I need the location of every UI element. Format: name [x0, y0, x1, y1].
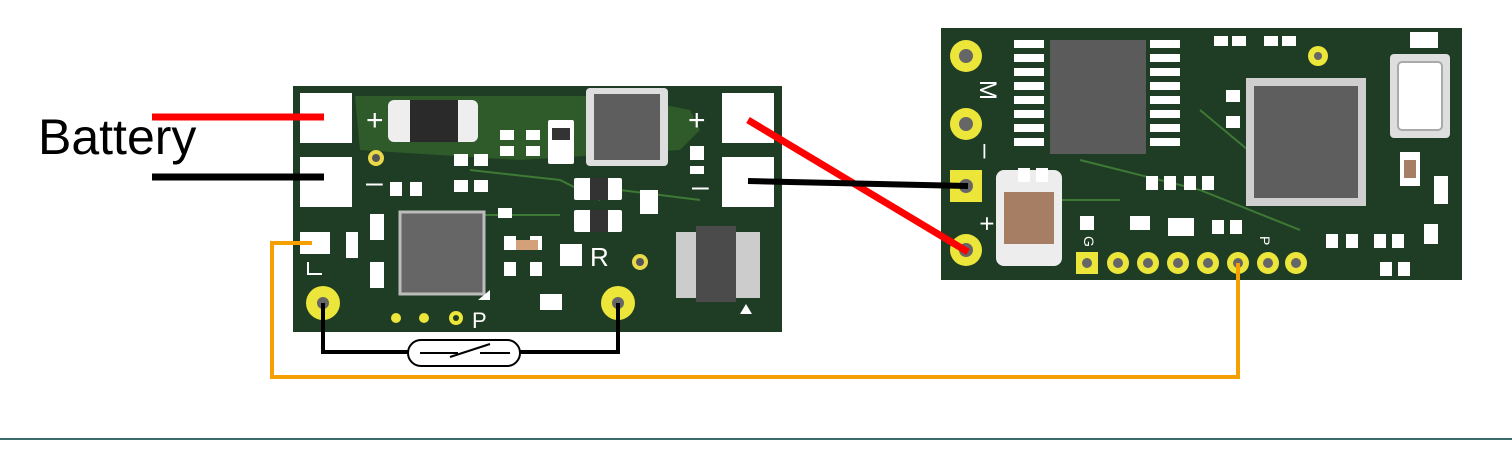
right-label-p: P	[1257, 236, 1273, 245]
left-pad-battery-minus	[300, 157, 352, 207]
right-label-g: G	[1081, 236, 1097, 247]
battery-label: Battery	[38, 109, 197, 165]
right-smd-resistor	[1404, 160, 1416, 178]
reed-switch	[407, 339, 521, 367]
left-diode-core	[410, 100, 458, 142]
right-header-pins	[1076, 252, 1307, 274]
left-pad-l	[300, 232, 330, 254]
right-plus-marker: +	[688, 104, 706, 137]
output-negative-wire	[747, 178, 969, 189]
left-pad-r	[560, 244, 582, 266]
left-smd-components	[346, 120, 704, 310]
left-regulator-marker	[740, 304, 752, 314]
left-pad-l-silk	[307, 262, 322, 275]
right-label-minus: –	[972, 144, 1002, 159]
bottom-rule	[0, 438, 1512, 440]
left-vias	[368, 150, 648, 325]
right-antenna-chip	[1397, 61, 1443, 131]
right-chip-a	[1012, 36, 1182, 154]
left-pad-p-label: P	[472, 308, 487, 333]
left-pad-r-label: R	[590, 242, 609, 272]
left-ic-pin1-marker	[478, 290, 490, 300]
right-capacitor-body	[1004, 192, 1054, 244]
left-plus-marker: +	[366, 104, 384, 137]
signal-wire	[270, 241, 1240, 379]
left-main-ic	[398, 210, 486, 296]
right-minus-marker: –	[692, 170, 709, 203]
left-smd-resistor	[516, 240, 538, 250]
left-board: + – + –	[293, 86, 782, 333]
left-regulator-body	[696, 226, 736, 302]
right-board: M – +	[941, 28, 1462, 280]
right-label-plus: +	[972, 216, 1002, 231]
left-pad-out-plus	[722, 93, 774, 143]
right-label-m: M	[974, 80, 1001, 100]
right-mcu	[1246, 78, 1366, 206]
left-minus-marker: –	[366, 166, 383, 199]
left-inductor-chip	[594, 94, 660, 160]
